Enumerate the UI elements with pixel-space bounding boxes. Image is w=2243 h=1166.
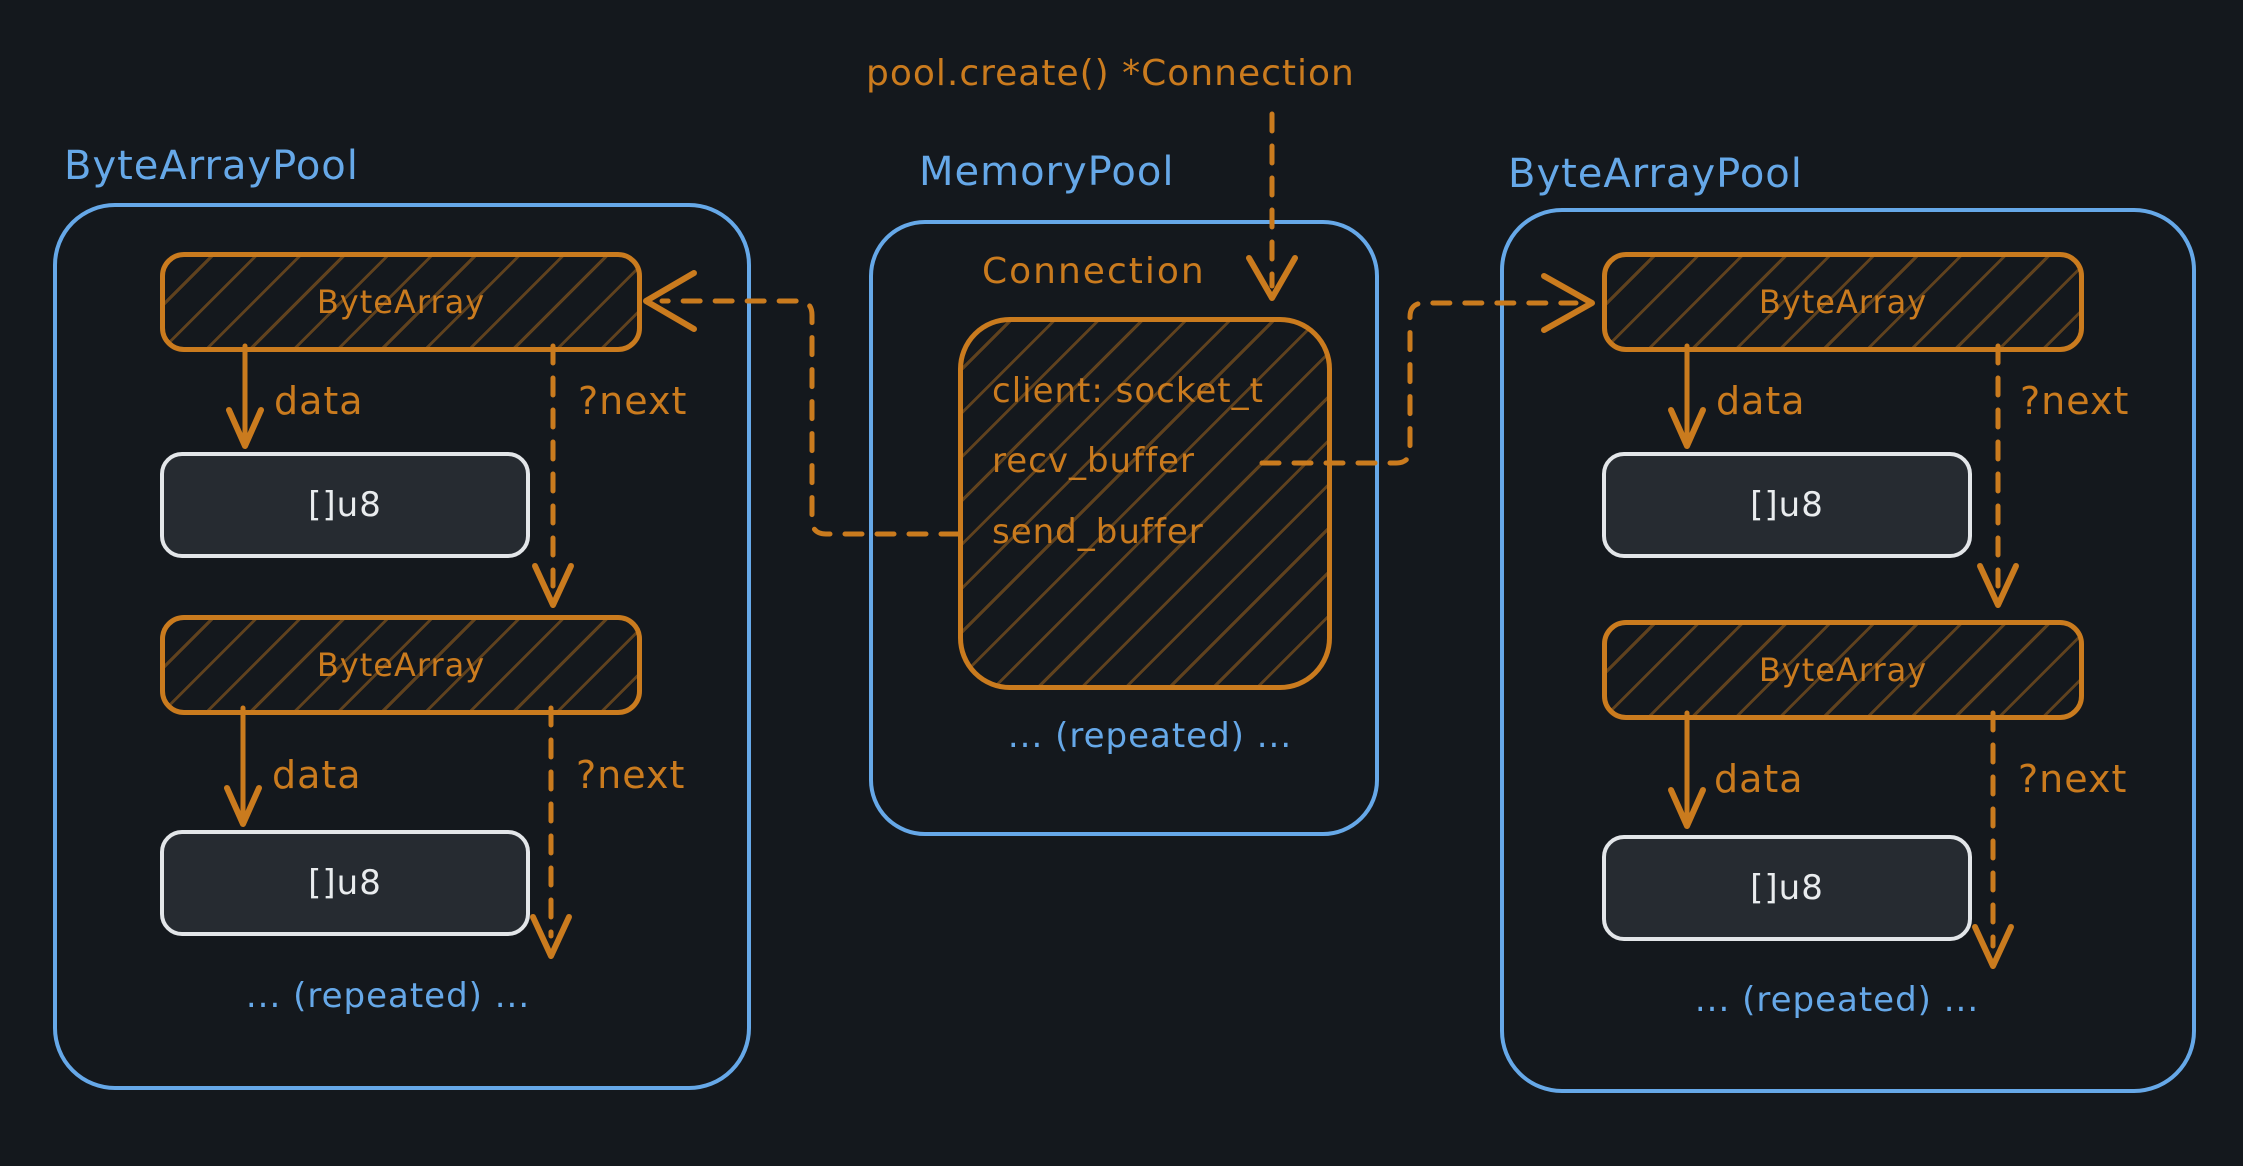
right-bytearray-node-1: ByteArray [1602,252,2084,352]
right-u8-buffer-1: []u8 [1602,452,1972,558]
left-u8-buffer-2: []u8 [160,830,530,936]
right-u8-buffer-1-label: []u8 [1750,485,1824,525]
right-data-label-1: data [1716,379,1806,423]
connection-field-recv-buffer: recv_buffer [992,441,1195,481]
pool-create-annotation: pool.create() *Connection [866,53,1355,94]
right-u8-buffer-2: []u8 [1602,835,1972,941]
connection-field-send-buffer: send_buffer [992,512,1204,552]
right-next-label-1: ?next [2020,379,2130,423]
right-bytearray-node-2: ByteArray [1602,620,2084,720]
connection-title: Connection [982,251,1206,292]
left-next-label-1: ?next [578,379,688,423]
left-bytearray-node-2: ByteArray [160,615,642,715]
right-bytearraypool-container [1500,208,2196,1093]
left-u8-buffer-2-label: []u8 [308,863,382,903]
right-data-label-2: data [1714,757,1804,801]
memory-pool-repeated-note: ... (repeated) ... [1007,716,1293,756]
left-bytearray-node-1-label: ByteArray [316,283,486,321]
left-repeated-note: ... (repeated) ... [245,976,531,1016]
connection-field-client: client: socket_t [992,371,1264,411]
left-bytearraypool-container [53,203,751,1090]
left-bytearray-node-2-label: ByteArray [316,646,486,684]
memory-pool-title: MemoryPool [919,149,1175,195]
right-pool-title: ByteArrayPool [1508,151,1803,197]
right-repeated-note: ... (repeated) ... [1694,980,1980,1020]
left-next-label-2: ?next [576,753,686,797]
left-pool-title: ByteArrayPool [64,143,359,189]
right-bytearray-node-2-label: ByteArray [1758,651,1928,689]
right-u8-buffer-2-label: []u8 [1750,868,1824,908]
left-bytearray-node-1: ByteArray [160,252,642,352]
left-data-label-1: data [274,379,364,423]
right-bytearray-node-1-label: ByteArray [1758,283,1928,321]
left-data-label-2: data [272,753,362,797]
left-u8-buffer-1-label: []u8 [308,485,382,525]
left-u8-buffer-1: []u8 [160,452,530,558]
right-next-label-2: ?next [2018,757,2128,801]
